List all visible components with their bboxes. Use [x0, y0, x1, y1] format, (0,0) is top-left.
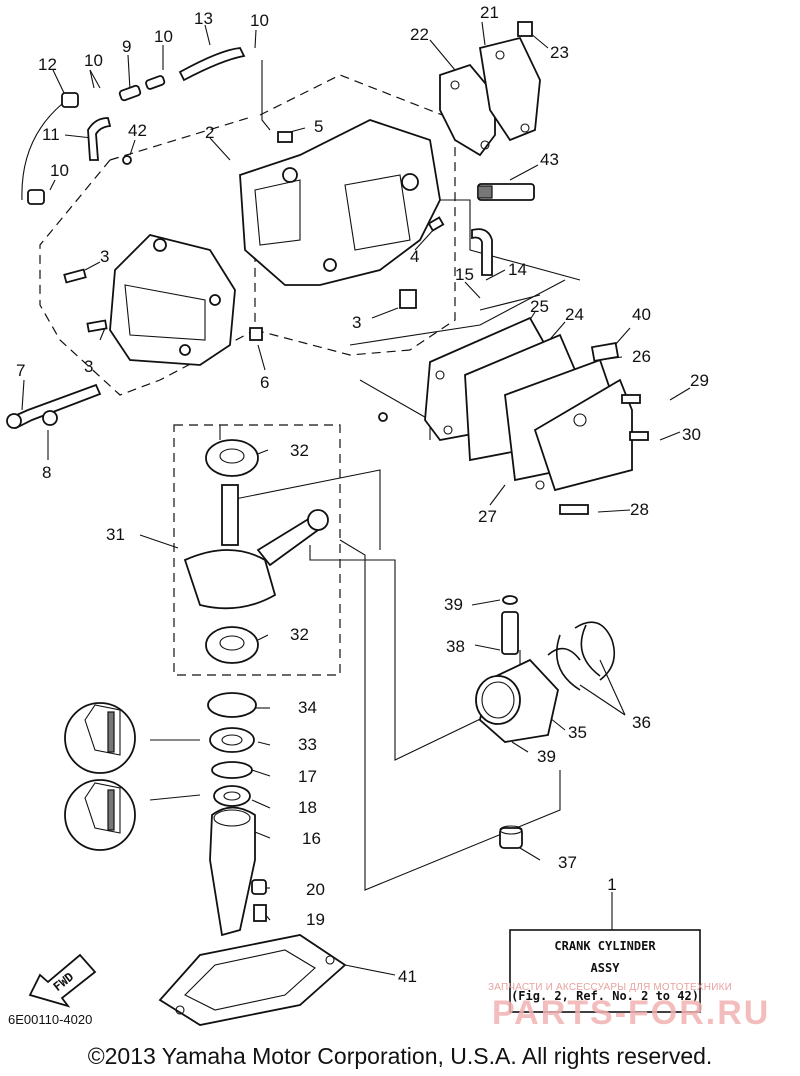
callout-37: 37 [558, 853, 577, 872]
bolts-7-8 [6, 383, 102, 430]
callout-29: 29 [690, 371, 709, 390]
crankshaft [183, 412, 388, 664]
callout-13: 13 [194, 9, 213, 28]
callout-8: 8 [42, 463, 51, 482]
callout-24: 24 [565, 305, 584, 324]
callout-numbers: 2 3 3 3 4 5 6 7 8 9 10 10 10 10 11 12 13… [16, 3, 709, 986]
crankcase [63, 234, 263, 366]
callout-11: 11 [42, 125, 60, 144]
callout-10c: 10 [250, 11, 269, 30]
copyright-notice: ©2013 Yamaha Motor Corporation, U.S.A. A… [87, 1043, 713, 1069]
callout-28: 28 [630, 500, 649, 519]
exploded-parts-diagram: FWD CRANK CYLINDER ASSY (Fig. 2, Ref. No… [6, 3, 709, 1026]
nut-37 [499, 825, 523, 849]
callout-36: 36 [632, 713, 651, 732]
callout-42: 42 [128, 121, 147, 140]
piston-assembly [475, 595, 616, 743]
callout-41: 41 [398, 967, 417, 986]
callout-27: 27 [478, 507, 497, 526]
callout-31: 31 [106, 525, 125, 544]
callout-3a: 3 [100, 247, 109, 266]
callout-39a: 39 [444, 595, 463, 614]
callout-40: 40 [632, 305, 651, 324]
callout-39b: 39 [537, 747, 556, 766]
oil-seal-housing [209, 806, 267, 937]
callout-32b: 32 [290, 625, 309, 644]
callout-34: 34 [298, 698, 317, 717]
callout-30: 30 [682, 425, 701, 444]
watermark-logo: PARTS-FOR.RU [492, 994, 771, 1032]
title-line-2: ASSY [591, 961, 621, 975]
callout-23: 23 [550, 43, 569, 62]
callout-16: 16 [302, 829, 321, 848]
callout-43: 43 [540, 150, 559, 169]
callout-17: 17 [298, 767, 317, 786]
cylinder-block [239, 119, 441, 309]
callout-25: 25 [530, 297, 549, 316]
seal-stack [64, 692, 257, 851]
callout-4: 4 [410, 247, 419, 266]
callout-6: 6 [260, 373, 269, 392]
title-ref-number: 1 [607, 875, 616, 894]
callout-19: 19 [306, 910, 325, 929]
callout-3c: 3 [352, 313, 361, 332]
callout-33: 33 [298, 735, 317, 754]
callout-35: 35 [568, 723, 587, 742]
callout-10d: 10 [50, 161, 69, 180]
lower-gasket [158, 934, 347, 1026]
fwd-arrow-icon: FWD [28, 953, 97, 1008]
cylinder-cover [439, 21, 541, 157]
watermark-tagline: ЗАПЧАСТИ И АКСЕССУАРЫ ДЛЯ МОТОТЕХНИКИ [488, 982, 733, 993]
callout-38: 38 [446, 637, 465, 656]
callout-21: 21 [480, 3, 499, 22]
callout-22: 22 [410, 25, 429, 44]
callout-20: 20 [306, 880, 325, 899]
callout-26: 26 [632, 347, 651, 366]
callout-10a: 10 [84, 51, 103, 70]
exhaust-cover-group [424, 316, 649, 515]
callout-15: 15 [455, 265, 474, 284]
callout-12: 12 [38, 55, 57, 74]
callout-9: 9 [122, 37, 131, 56]
title-line-1: CRANK CYLINDER [554, 939, 656, 953]
spark-plug [477, 183, 535, 201]
callout-5: 5 [314, 117, 323, 136]
assembly-title-box: CRANK CYLINDER ASSY (Fig. 2, Ref. No. 2 … [509, 875, 701, 1013]
title-line-3: (Fig. 2, Ref. No. 2 to 42) [511, 989, 699, 1003]
callout-18: 18 [298, 798, 317, 817]
hose-14 [427, 216, 493, 276]
diagram-code: 6E00110-4020 [8, 1012, 93, 1027]
callout-7: 7 [16, 361, 25, 380]
hose-assembly [21, 47, 246, 205]
callout-32a: 32 [290, 441, 309, 460]
callout-2: 2 [205, 123, 214, 142]
callout-10b: 10 [154, 27, 173, 46]
callout-14: 14 [508, 260, 527, 279]
callout-3b: 3 [84, 357, 93, 376]
crank-group-box [173, 424, 341, 676]
